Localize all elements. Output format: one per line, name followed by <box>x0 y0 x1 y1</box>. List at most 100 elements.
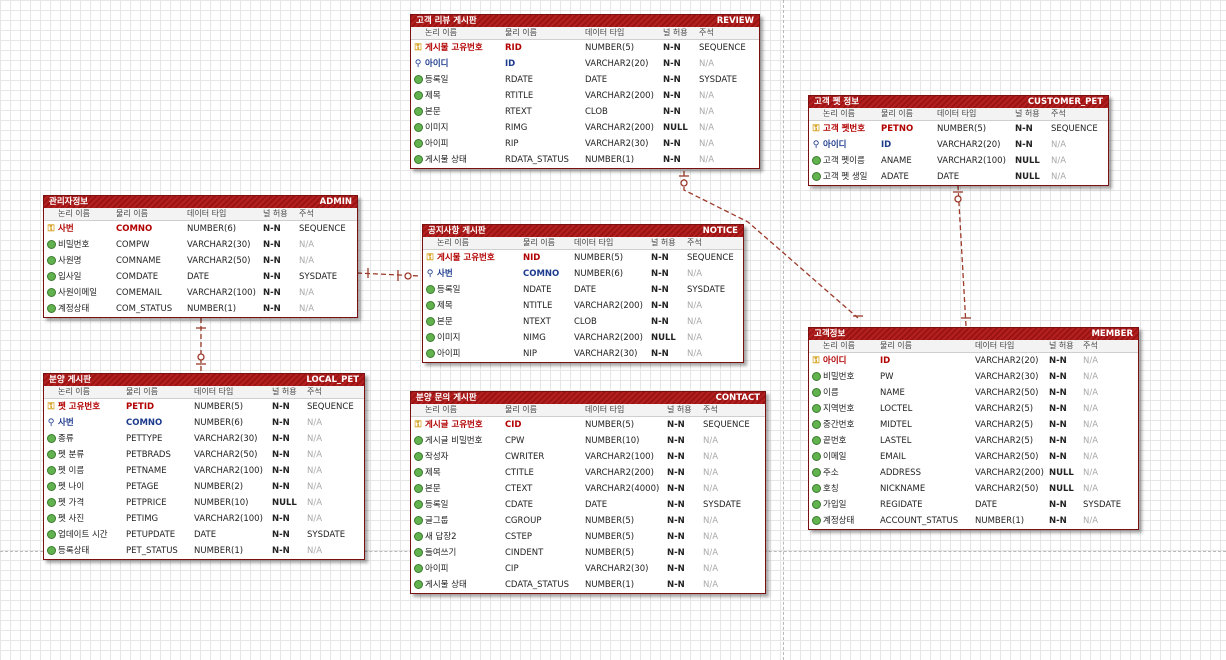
attr-logical-name: 아이디 <box>823 356 847 366</box>
entity-logical-name: 분양 문의 게시판 <box>416 393 477 403</box>
col-type-header: 데이터 타입 <box>194 387 234 396</box>
attr-data-type: VARCHAR2(30) <box>187 240 251 250</box>
attr-note: N/A <box>687 333 703 343</box>
attribute-icon <box>423 346 437 362</box>
attr-data-type: NUMBER(5) <box>585 532 635 542</box>
attr-logical-name: 펫 가격 <box>58 498 85 508</box>
col-null-header: 널 허용 <box>263 209 288 218</box>
attribute-icon <box>809 153 823 169</box>
attr-nullable: NULL <box>1049 484 1074 494</box>
attr-data-type: NUMBER(5) <box>574 253 624 263</box>
attr-note: N/A <box>703 436 719 446</box>
col-null-header: 널 허용 <box>667 405 692 414</box>
attr-data-type: VARCHAR2(200) <box>585 468 654 478</box>
col-note-header: 주석 <box>699 28 714 37</box>
attr-note: N/A <box>299 256 315 266</box>
attribute-icon <box>411 433 425 449</box>
attr-physical-name: LASTEL <box>880 436 912 446</box>
attr-physical-name: COMNO <box>116 224 153 234</box>
attr-logical-name: 게시물 상태 <box>425 580 467 590</box>
attr-logical-name: 사번 <box>58 418 74 428</box>
attr-physical-name: PET_STATUS <box>126 546 178 556</box>
attr-logical-name: 이미지 <box>425 123 449 133</box>
attr-data-type: VARCHAR2(30) <box>975 372 1039 382</box>
attr-nullable: NULL <box>1015 172 1040 182</box>
primary-key-icon: ⚿ <box>812 124 820 134</box>
foreign-key-icon: ⚲ <box>414 59 422 69</box>
foreign-key-icon: ⚲ <box>47 418 55 428</box>
